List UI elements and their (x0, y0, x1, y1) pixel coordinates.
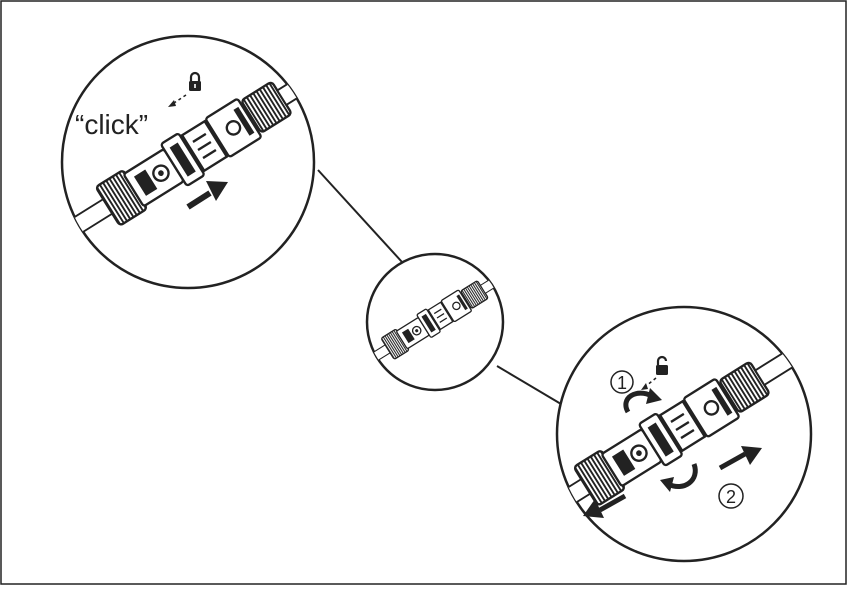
push-arrow (206, 181, 228, 201)
click-label: “click” (75, 109, 148, 140)
pull-arrow-left (583, 499, 604, 518)
step-2-label: 2 (726, 487, 736, 507)
connector-line-bottom (496, 365, 562, 405)
detail-circle-assembled (365, 252, 505, 392)
lock-open-icon (656, 355, 668, 375)
step-2-marker: 2 (718, 483, 744, 509)
connector-line-top (317, 169, 403, 263)
rotate-arrow (660, 477, 674, 492)
detail-circle-connect (60, 34, 316, 290)
step-1-marker: 1 (610, 370, 634, 394)
pull-arrow-right (741, 446, 762, 465)
lock-closed-icon (189, 71, 201, 91)
step-1-label: 1 (617, 373, 627, 393)
